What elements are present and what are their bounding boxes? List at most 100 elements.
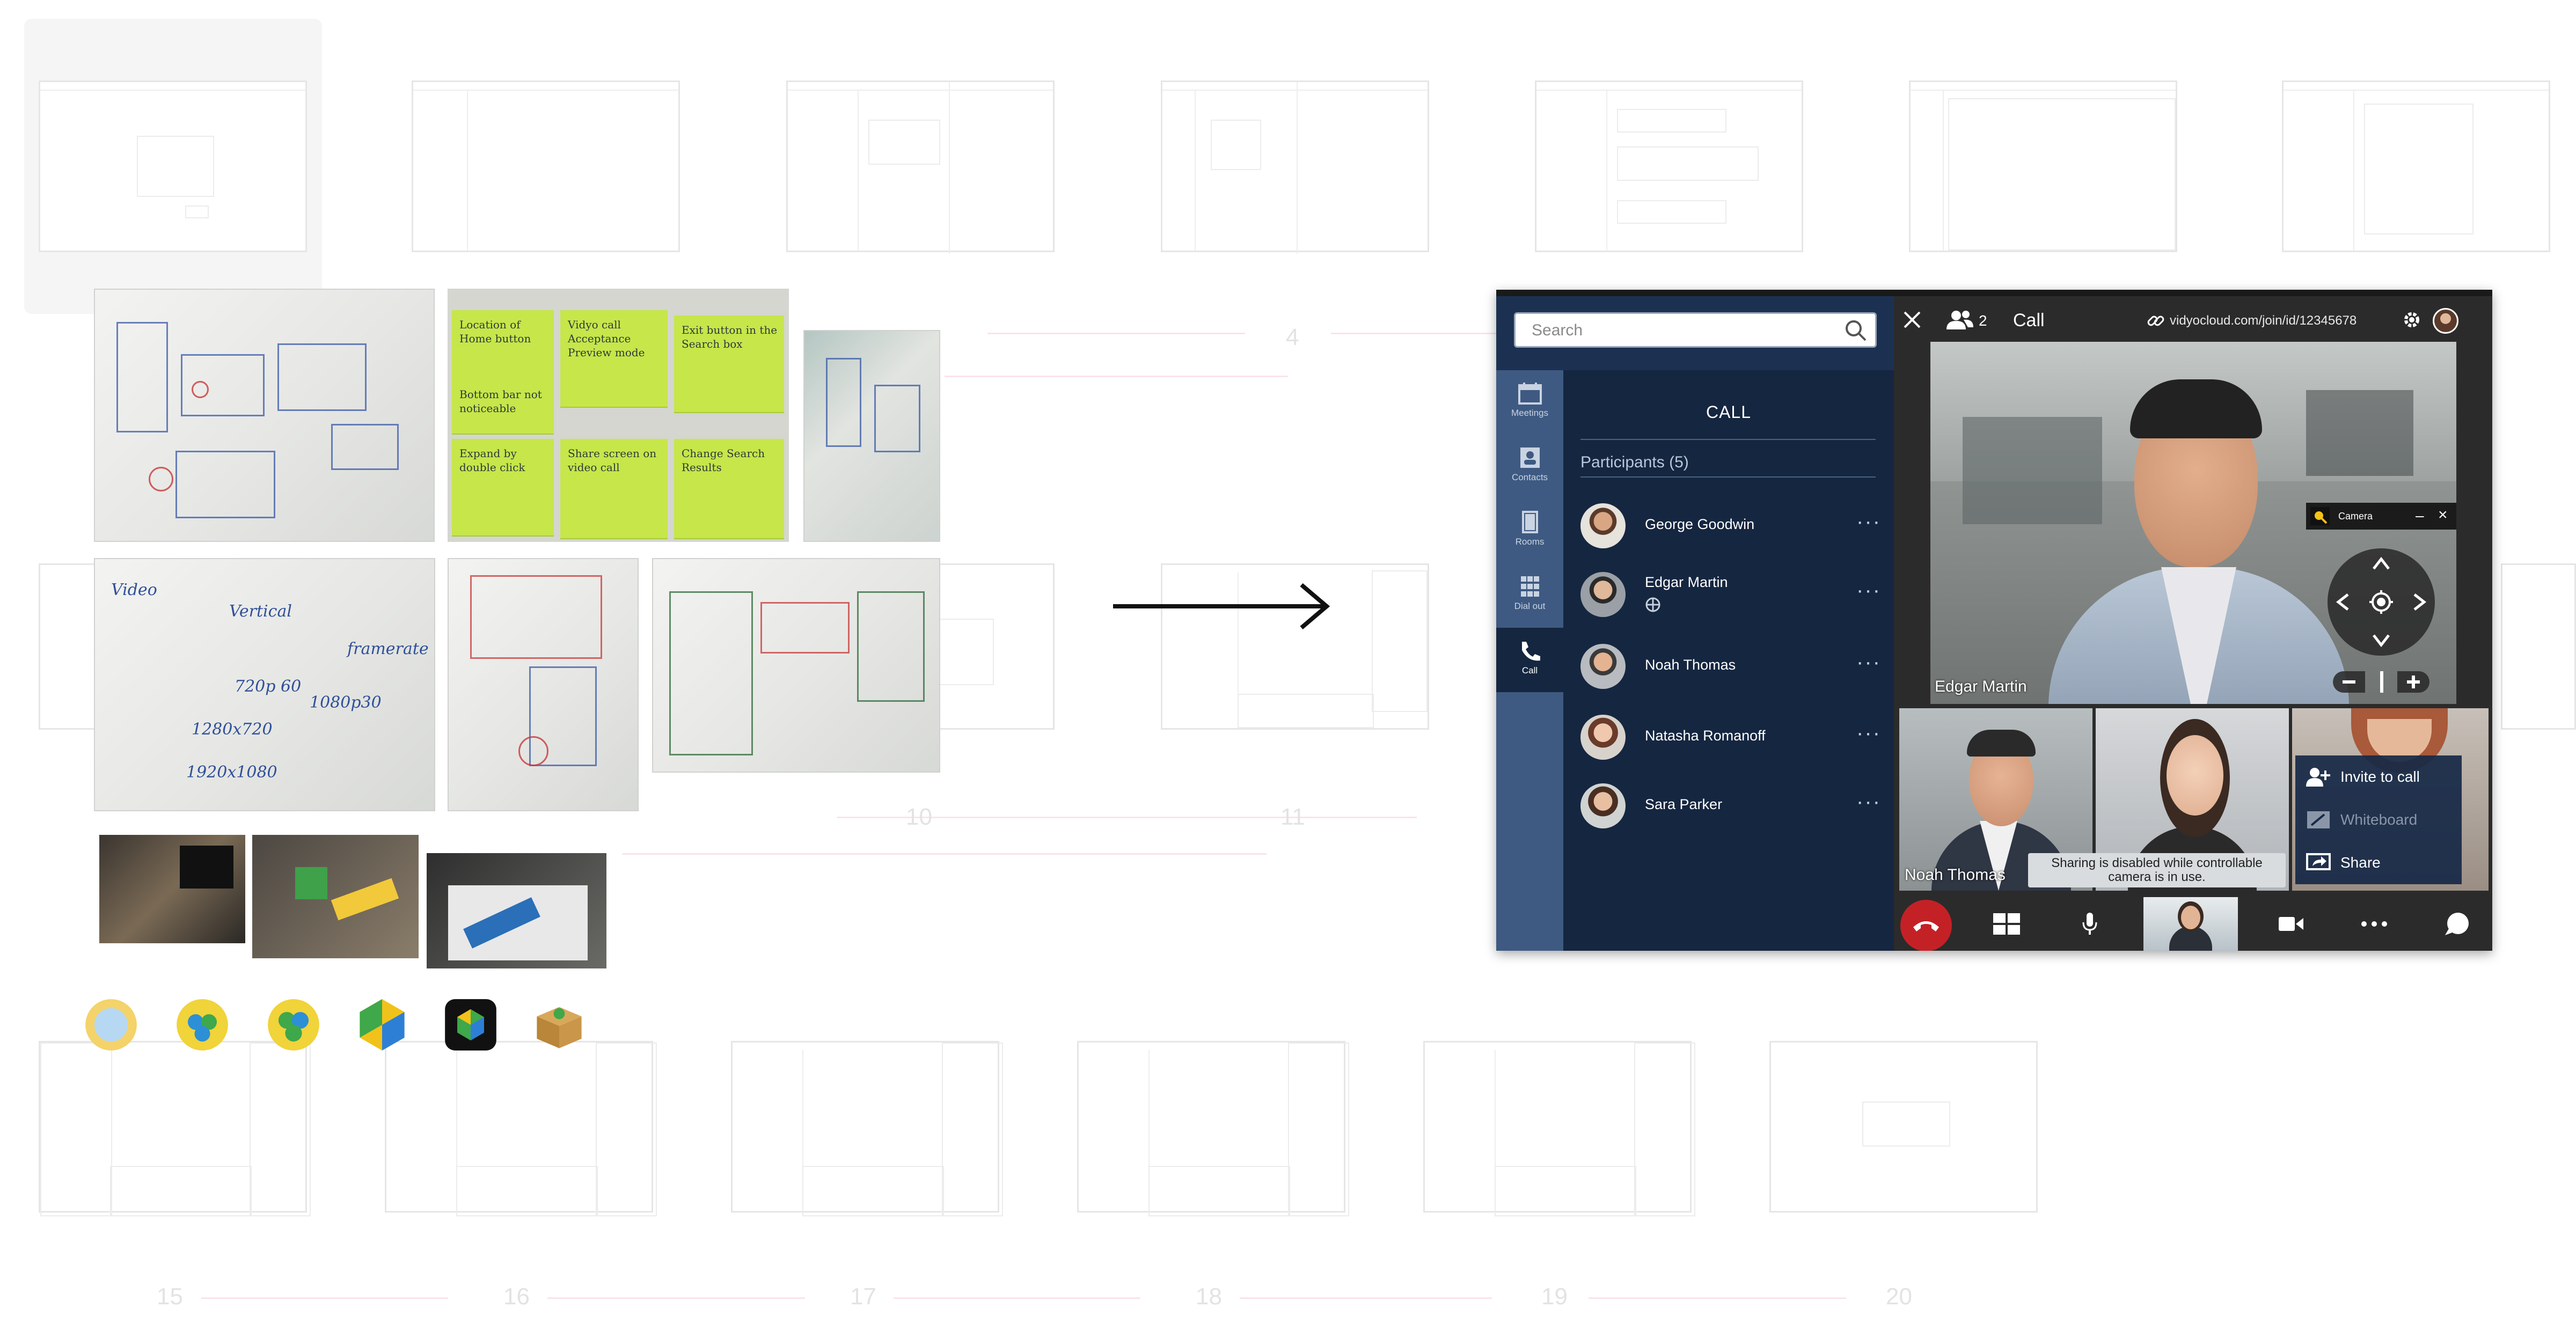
more-options-icon [2361,921,2387,927]
search-icon[interactable] [1844,319,1868,342]
nav-label: Contacts [1511,472,1548,482]
nav-label: Dial out [1514,601,1546,611]
step-number: 4 [1286,324,1299,350]
chat-button[interactable] [2431,897,2484,951]
nav-item-call[interactable]: Call [1496,628,1563,692]
more-options-icon[interactable]: ··· [1856,650,1881,674]
more-options-icon[interactable]: ··· [1856,510,1881,533]
close-icon[interactable] [1902,310,1922,329]
more-options-icon[interactable]: ··· [1856,578,1881,602]
hang-up-icon [1913,921,1939,931]
close-icon[interactable]: × [2438,506,2448,524]
grid-layout-icon [1993,913,2020,935]
invite-to-call-button[interactable]: Invite to call [2295,755,2462,798]
nav-item-meetings[interactable]: Meetings [1496,370,1563,435]
minimize-icon[interactable]: – [2416,507,2424,524]
share-screen-icon [2306,853,2331,870]
flow-arrow [945,376,1288,377]
participant-row[interactable]: Edgar Martin ··· [1580,567,1881,620]
step-number: 17 [850,1283,876,1310]
zoom-out-button[interactable] [2333,671,2365,693]
chevron-down-icon[interactable] [2372,633,2391,648]
usability-test-photo [99,835,245,943]
nav-item-contacts[interactable]: Contacts [1496,435,1563,499]
wireframe-thumb [2501,563,2576,730]
chevron-up-icon[interactable] [2372,556,2391,571]
hang-up-button[interactable] [1899,897,1953,951]
logo-draft-icon [268,999,319,1051]
microphone-button[interactable] [2063,897,2117,951]
layout-button[interactable] [1980,897,2033,951]
whiteboard-photo [652,558,940,773]
wireframe-thumb [1535,80,1803,252]
more-options-icon[interactable]: ··· [1856,790,1881,813]
meeting-link[interactable]: vidyocloud.com/join/id/12345678 [2170,313,2357,328]
video-call-app: Meetings Contacts Rooms Dial out Call CA… [1496,290,2492,951]
whiteboard-icon [2307,811,2330,828]
camera-center-icon[interactable] [2368,589,2394,615]
usability-test-photo [252,835,419,958]
participant-row[interactable]: George Goodwin ··· [1580,498,1881,552]
arrow-right-icon [1113,583,1330,630]
share-button[interactable]: Share [2295,841,2462,884]
controllable-camera-icon [1645,597,1660,612]
divider [1580,476,1876,478]
chevron-right-icon[interactable] [2412,592,2427,612]
participant-row[interactable]: Natasha Romanoff ··· [1580,709,1881,763]
wireframe-thumb [1909,80,2177,252]
avatar [1580,783,1626,828]
calendar-icon [1518,383,1542,405]
wireframe-thumb [2282,80,2550,252]
flow-arrow [837,817,1417,818]
share-menu: Invite to call Whiteboard Share [2295,755,2462,884]
wireframe-thumb [1161,563,1429,730]
search-box [1514,312,1877,348]
wireframe-thumb [731,1041,1003,1216]
chat-icon [2445,913,2469,935]
self-view[interactable] [2143,897,2238,951]
whiteboard-button[interactable]: Whiteboard [2295,798,2462,841]
nav-label: Call [1521,665,1538,676]
participant-name: Sara Parker [1645,796,1723,812]
zoom-divider [2380,671,2383,693]
more-options-icon[interactable]: ··· [1856,721,1881,745]
logo-draft-icon [445,999,496,1051]
more-button[interactable] [2347,897,2401,951]
flow-arrow [547,1297,805,1299]
ptz-dpad [2328,548,2435,656]
camera-panel-title: Camera [2338,511,2373,522]
sticky-note: Expand by double click [459,447,525,474]
avatar[interactable] [2433,308,2458,334]
main-video: Edgar Martin Camera – × [1930,342,2456,704]
flow-arrow [1331,333,1513,334]
menu-label: Whiteboard [2340,811,2418,828]
wireframe-thumb [1769,1041,2038,1213]
call-controls [1894,897,2492,951]
wireframe-thumb [385,1041,657,1216]
sticky-note: Vidyo call Acceptance Preview mode [568,318,645,359]
dialpad-icon [1520,576,1539,597]
sticky-note: Location of Home button [459,318,531,345]
participant-name: Natasha Romanoff [1645,728,1766,744]
participant-row[interactable]: Noah Thomas ··· [1580,638,1881,692]
nav-item-rooms[interactable]: Rooms [1496,499,1563,563]
participant-row[interactable]: Sara Parker ··· [1580,778,1881,832]
avatar [1580,503,1626,548]
gear-icon[interactable] [2402,310,2421,329]
box-icon [537,1007,582,1048]
search-input[interactable] [1516,314,1855,347]
chevron-left-icon[interactable] [2335,592,2350,612]
video-tile[interactable]: Invite to call Whiteboard Share [2292,708,2489,891]
participants-icon[interactable] [1943,309,1975,331]
microphone-icon [2082,913,2097,935]
camera-button[interactable] [2264,897,2318,951]
flow-arrow [201,1297,448,1299]
step-number: 10 [906,804,932,830]
zoom-in-button[interactable] [2397,671,2429,693]
link-icon[interactable] [2146,311,2165,331]
nav-item-dial-out[interactable]: Dial out [1496,563,1563,628]
menu-label: Share [2340,854,2381,871]
video-camera-icon [2279,917,2303,931]
sticky-notes-photo: Location of Home button Vidyo call Accep… [448,289,789,542]
flow-arrow [1240,1297,1492,1299]
